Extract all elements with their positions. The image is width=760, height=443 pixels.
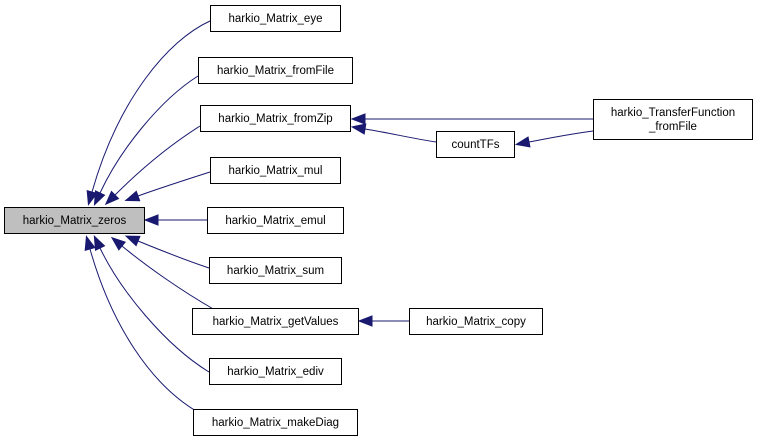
node-label: harkio_Matrix_mul: [228, 164, 323, 177]
node-harkio-matrix-sum[interactable]: harkio_Matrix_sum: [209, 257, 342, 284]
arrowhead-ediv-to-root: [93, 235, 106, 251]
arrowhead-mul-to-root: [124, 190, 141, 202]
node-label: harkio_Matrix_sum: [226, 264, 325, 277]
node-harkio-matrix-mul[interactable]: harkio_Matrix_mul: [210, 157, 341, 184]
node-harkio-matrix-zeros: harkio_Matrix_zeros: [4, 207, 145, 234]
node-label: harkio_Matrix_copy: [426, 315, 526, 328]
node-harkio-matrix-emul[interactable]: harkio_Matrix_emul: [207, 207, 344, 234]
node-harkio-matrix-copy[interactable]: harkio_Matrix_copy: [409, 308, 543, 335]
arrowhead-fromzip-to-root: [104, 190, 120, 206]
edge-eye-to-root: [91, 20, 211, 193]
arrowhead-counttfs-to-fromzip: [350, 123, 367, 135]
node-harkio-matrix-getvalues[interactable]: harkio_Matrix_getValues: [192, 308, 359, 335]
edge-mul-to-root: [137, 171, 211, 197]
node-label: harkio_Matrix_eye: [228, 12, 323, 25]
arrowhead-sum-to-root: [124, 235, 141, 247]
node-harkio-matrix-eye[interactable]: harkio_Matrix_eye: [210, 5, 341, 32]
arrowhead-emul-to-root: [143, 214, 159, 226]
edge-counttfs-to-fromzip: [364, 128, 437, 143]
node-label: harkio_Matrix_getValues: [212, 315, 339, 328]
node-label-line2: _fromFile: [649, 120, 697, 133]
node-label: harkio_Matrix_fromFile: [217, 64, 334, 77]
edge-ediv-to-root: [99, 247, 210, 373]
node-harkio-transferfunction-fromfile[interactable]: harkio_TransferFunction _fromFile: [593, 99, 753, 140]
arrowhead-makediag-to-root: [84, 235, 96, 252]
edge-getvalues-to-root: [121, 245, 216, 311]
node-harkio-matrix-ediv[interactable]: harkio_Matrix_ediv: [209, 358, 342, 385]
node-counttfs[interactable]: countTFs: [436, 131, 515, 158]
arrowhead-getvalues-to-root: [110, 236, 127, 251]
edge-makediag-to-root: [89, 248, 210, 419]
edge-transferfunction-to-counttfs: [528, 130, 594, 143]
node-label: countTFs: [451, 138, 500, 151]
edge-fromfile-to-root: [99, 75, 199, 194]
node-label: harkio_Matrix_ediv: [227, 365, 324, 378]
edge-fromzip-to-root: [114, 125, 201, 196]
arrowhead-fromfile-to-root: [93, 190, 106, 207]
arrowhead-copy-to-getvalues: [357, 315, 373, 327]
arrowhead-transferfunction-to-fromzip: [350, 113, 366, 125]
edge-sum-to-root: [137, 240, 210, 269]
node-harkio-matrix-fromfile[interactable]: harkio_Matrix_fromFile: [198, 57, 353, 84]
node-harkio-matrix-fromzip[interactable]: harkio_Matrix_fromZip: [200, 105, 351, 132]
node-label: harkio_Matrix_emul: [225, 214, 326, 227]
node-label: harkio_Matrix_makeDiag: [211, 416, 340, 429]
arrowhead-eye-to-root: [86, 189, 98, 206]
arrowhead-transferfunction-to-counttfs: [514, 136, 531, 148]
node-label: harkio_Matrix_fromZip: [218, 112, 333, 125]
node-label: harkio_Matrix_zeros: [22, 214, 127, 227]
node-harkio-matrix-makediag[interactable]: harkio_Matrix_makeDiag: [193, 409, 358, 436]
node-label-line1: harkio_TransferFunction: [610, 106, 736, 119]
